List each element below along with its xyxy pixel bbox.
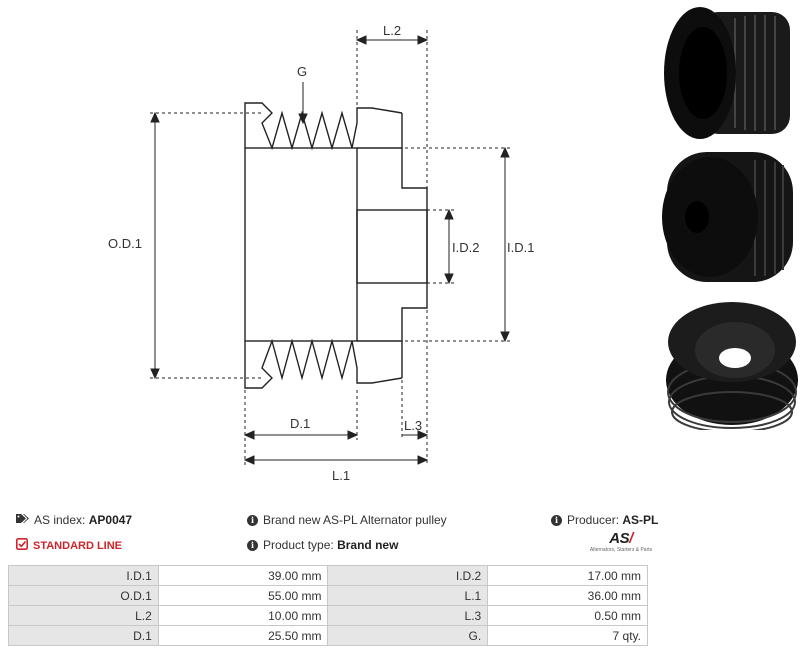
as-pl-logo: AS/ Alternators, Starters & Parts — [589, 530, 653, 553]
lower-groove-profile — [244, 338, 403, 389]
photo-pulley-side — [664, 7, 790, 139]
as-index-row: AS index: AP0047 — [16, 513, 132, 527]
label-id1: I.D.1 — [507, 240, 534, 255]
spec-label: L.2 — [8, 605, 159, 626]
description-row: i Brand new AS-PL Alternator pulley — [247, 513, 447, 527]
spec-value: 25.50 mm — [157, 625, 329, 646]
label-g: G — [297, 64, 307, 79]
spec-label: D.1 — [8, 625, 159, 646]
photo-pulley-front — [662, 152, 793, 282]
spec-value: 55.00 mm — [157, 585, 329, 606]
info-icon: i — [551, 514, 562, 526]
upper-groove-profile — [244, 102, 403, 151]
label-id2: I.D.2 — [452, 240, 479, 255]
producer-label: Producer: — [567, 513, 620, 527]
inner-bore-outline — [356, 209, 428, 284]
as-index-value: AP0047 — [88, 513, 133, 527]
label-l3: L.3 — [404, 418, 422, 433]
spec-value: 17.00 mm — [487, 565, 648, 586]
spec-value: 39.00 mm — [157, 565, 329, 586]
spec-value: 0.50 mm — [487, 605, 648, 626]
checkbox-icon — [16, 538, 28, 553]
label-l2: L.2 — [383, 23, 401, 38]
product-type-label: Product type: — [263, 538, 334, 552]
producer-value: AS-PL — [622, 513, 659, 527]
spec-label: O.D.1 — [8, 585, 159, 606]
info-icon: i — [247, 514, 258, 526]
spec-value: 36.00 mm — [487, 585, 648, 606]
product-type-value: Brand new — [337, 538, 399, 552]
logo-tagline: Alternators, Starters & Parts — [589, 547, 653, 553]
photo-pulley-angled — [666, 302, 798, 430]
pulley-body-outline — [244, 147, 358, 342]
label-od1: O.D.1 — [108, 236, 142, 251]
label-d1: D.1 — [290, 416, 310, 431]
info-icon: i — [247, 539, 258, 551]
spec-label: I.D.1 — [8, 565, 159, 586]
spec-value: 7 qty. — [487, 625, 648, 646]
product-type-row: i Product type: Brand new — [247, 538, 398, 552]
spec-label: G. — [327, 625, 489, 646]
standard-line-row: STANDARD LINE — [16, 538, 122, 553]
hub-profile — [357, 147, 428, 342]
pulley-technical-drawing: G L.2 O.D.1 I.D.2 I.D.1 D.1 L.3 L.1 — [108, 23, 534, 483]
label-l1: L.1 — [332, 468, 350, 483]
spec-label: L.1 — [327, 585, 489, 606]
tags-icon — [16, 513, 29, 527]
spec-label: I.D.2 — [327, 565, 489, 586]
description-text: Brand new AS-PL Alternator pulley — [263, 513, 447, 527]
standard-line-label: STANDARD LINE — [33, 539, 123, 552]
producer-row: i Producer: AS-PL — [551, 513, 658, 527]
product-photos — [662, 7, 798, 430]
as-index-label: AS index: — [34, 513, 86, 527]
spec-value: 10.00 mm — [157, 605, 329, 626]
spec-label: L.3 — [327, 605, 489, 626]
